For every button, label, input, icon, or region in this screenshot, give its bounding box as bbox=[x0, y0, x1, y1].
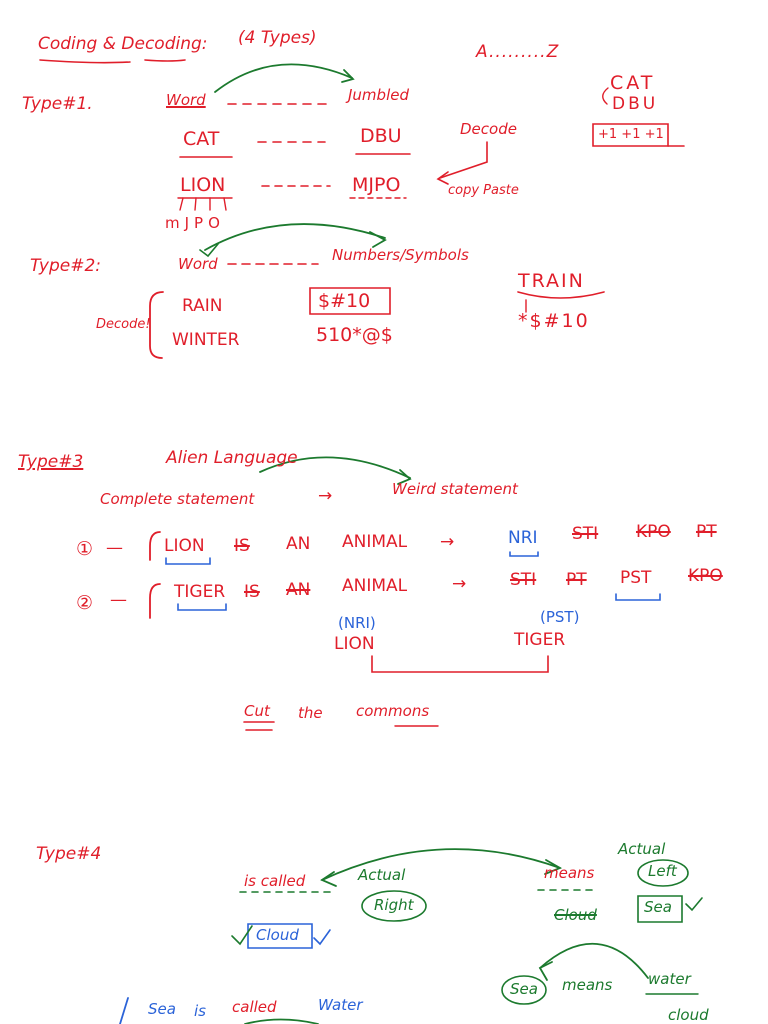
type3-commons: commons bbox=[356, 702, 430, 720]
type4-is-called: is called bbox=[244, 872, 306, 890]
type3-c2-w4: KPO bbox=[688, 566, 723, 586]
type1-ex1-code: DBU bbox=[360, 125, 402, 147]
type4-actual-2: Actual bbox=[618, 840, 666, 858]
type4-means-2: means bbox=[562, 976, 613, 994]
type4-actual-1: Actual bbox=[358, 866, 406, 884]
type3-dash1: — bbox=[106, 538, 123, 558]
type1-word: Word bbox=[166, 91, 206, 109]
type2-label: Type#2: bbox=[30, 256, 102, 276]
type3-tiger-code: (PST) bbox=[540, 608, 580, 626]
type4-left: Left bbox=[648, 862, 677, 880]
type2-code-winter: 510*@$ bbox=[316, 324, 393, 346]
type3-arrow1: → bbox=[440, 532, 455, 552]
type4-label: Type#4 bbox=[36, 844, 102, 864]
type3-s1-w2: IS bbox=[234, 536, 250, 556]
type3-s1-w1: LION bbox=[164, 536, 205, 556]
type2-decode: Decode! bbox=[96, 317, 151, 332]
type1-copy-paste: copy Paste bbox=[448, 183, 519, 198]
page-title: Coding & Decoding: bbox=[38, 34, 208, 54]
alphabet-range: A.........Z bbox=[476, 42, 560, 62]
type4-right: Right bbox=[374, 896, 414, 914]
type3-c1-w3: KPO bbox=[636, 522, 671, 542]
type4-bottom-sea: Sea bbox=[148, 1000, 176, 1018]
type4-bottom-called: called bbox=[232, 998, 277, 1016]
type3-complete: Complete statement bbox=[100, 490, 255, 508]
type4-water: water bbox=[648, 970, 691, 988]
type4-cloud: Cloud bbox=[256, 926, 299, 944]
type3-num2: ② bbox=[76, 592, 94, 614]
type2-word-rain: RAIN bbox=[182, 296, 223, 316]
type3-lion: LION bbox=[334, 634, 375, 654]
type4-bottom-is: is bbox=[194, 1002, 206, 1020]
type3-c1-w4: PT bbox=[696, 522, 717, 542]
type1-side-word: CAT bbox=[610, 72, 656, 94]
type1-jumbled: Jumbled bbox=[348, 86, 409, 104]
type2-symbols: Numbers/Symbols bbox=[332, 246, 469, 264]
type1-ex1-word: CAT bbox=[183, 128, 220, 150]
type3-c1-w2: STI bbox=[572, 524, 599, 544]
type1-side-shift: +1 +1 +1 bbox=[598, 127, 664, 142]
type4-sea: Sea bbox=[644, 898, 672, 916]
type3-title: Alien Language bbox=[166, 448, 298, 468]
type3-num1: ① bbox=[76, 538, 94, 560]
type3-s2-w2: IS bbox=[244, 582, 260, 602]
type3-c2-w3: PST bbox=[620, 568, 652, 588]
type1-ex2-word: LION bbox=[180, 174, 226, 196]
type3-lion-code: (NRI) bbox=[338, 614, 376, 632]
type4-cloud-strike: Cloud bbox=[554, 906, 597, 924]
type3-dash2: — bbox=[110, 590, 127, 610]
type4-bottom-water: Water bbox=[318, 996, 363, 1014]
type2-code-rain: $#10 bbox=[318, 290, 371, 312]
types-note: (4 Types) bbox=[238, 28, 317, 48]
type4-sea-2: Sea bbox=[510, 980, 538, 998]
type3-c1-w1: NRI bbox=[508, 528, 538, 548]
type3-cut: Cut bbox=[244, 702, 270, 720]
type3-tiger: TIGER bbox=[514, 630, 566, 650]
type2-word-winter: WINTER bbox=[172, 330, 240, 350]
type2-word: Word bbox=[178, 255, 218, 273]
type3-arrow2: → bbox=[452, 574, 467, 594]
type3-s2-w3: AN bbox=[286, 580, 311, 600]
type1-ex2-code: MJPO bbox=[352, 174, 401, 196]
type3-s1-w3: AN bbox=[286, 534, 311, 554]
type3-the: the bbox=[298, 704, 323, 722]
type2-train-code: *$#10 bbox=[518, 310, 590, 332]
type3-label: Type#3 bbox=[18, 452, 84, 472]
type3-s2-w1: TIGER bbox=[174, 582, 226, 602]
type3-s2-w4: ANIMAL bbox=[342, 576, 408, 596]
type1-label: Type#1. bbox=[22, 94, 93, 114]
type1-decode: Decode bbox=[460, 120, 517, 138]
type3-weird: Weird statement bbox=[392, 480, 518, 498]
type3-s1-w4: ANIMAL bbox=[342, 532, 408, 552]
type3-arrow: → bbox=[318, 486, 333, 506]
type3-c2-w2: PT bbox=[566, 570, 587, 590]
type1-ex2-letters: mJPO bbox=[165, 214, 225, 232]
type4-bottom-cloud: cloud bbox=[668, 1006, 709, 1024]
type4-means: means bbox=[544, 864, 595, 882]
type2-train: TRAIN bbox=[518, 270, 585, 292]
type3-c2-w1: STI bbox=[510, 570, 537, 590]
type1-side-code: DBU bbox=[612, 94, 659, 114]
